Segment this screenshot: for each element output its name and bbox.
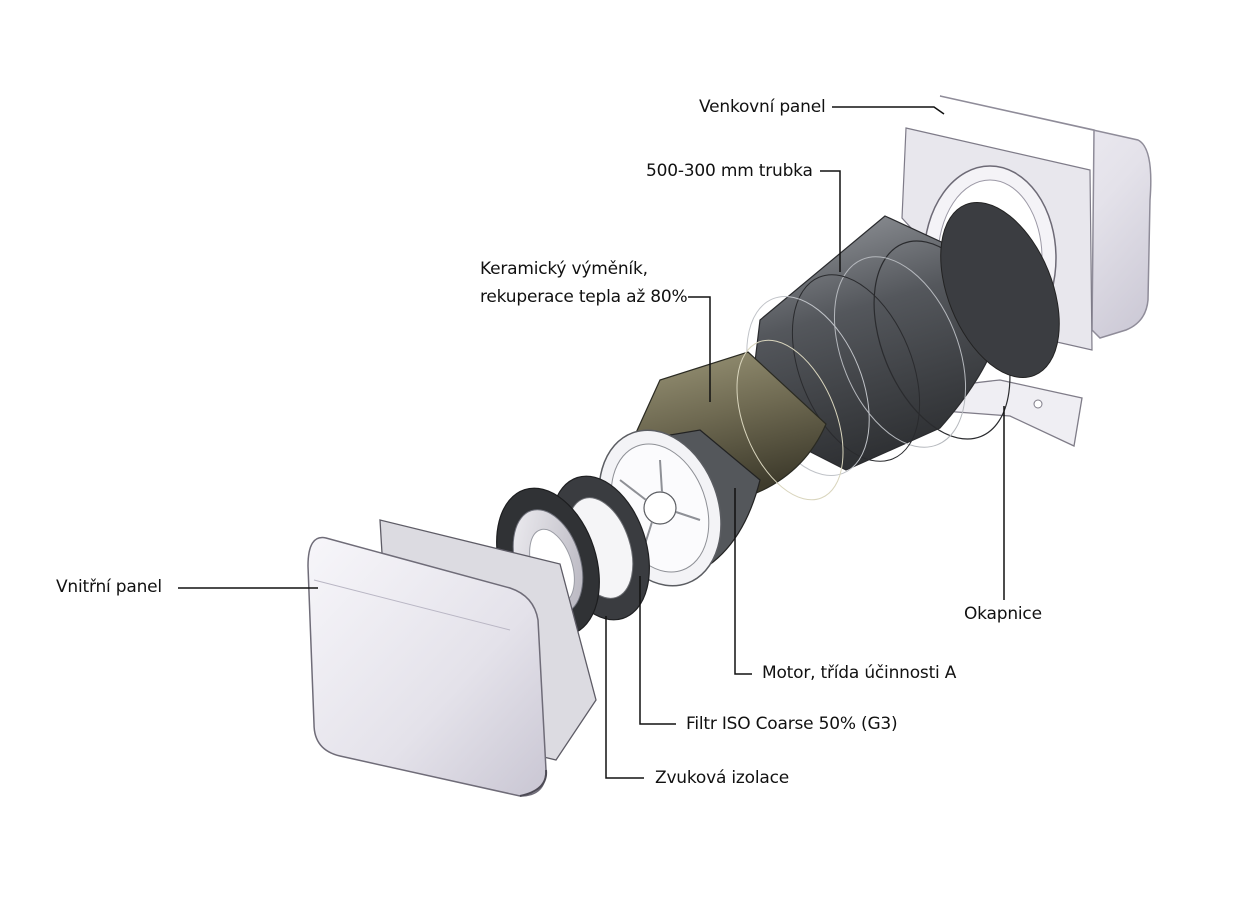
label-motor: Motor, třída účinnosti A: [762, 663, 957, 683]
label-insulation: Zvuková izolace: [655, 768, 789, 788]
tube-graphic: [746, 202, 1060, 476]
leader-exchanger: [688, 296, 711, 402]
label-drip-edge: Okapnice: [964, 604, 1042, 624]
label-inner-panel: Vnitřní panel: [56, 577, 162, 597]
label-exchanger-line2: rekuperace tepla až 80%: [480, 287, 688, 307]
leader-lines: [178, 106, 1005, 779]
leader-filter: [639, 576, 676, 725]
label-filter: Filtr ISO Coarse 50% (G3): [686, 714, 898, 734]
label-tube: 500-300 mm trubka: [646, 161, 813, 181]
leader-motor: [734, 488, 752, 675]
label-exchanger-line1: Keramický výměník,: [480, 259, 648, 279]
leader-outer-panel: [832, 106, 945, 115]
leader-tube: [820, 170, 841, 272]
leader-insulation: [605, 616, 644, 779]
label-outer-panel: Venkovní panel: [699, 97, 826, 117]
inner-panel-graphic: [307, 519, 597, 797]
